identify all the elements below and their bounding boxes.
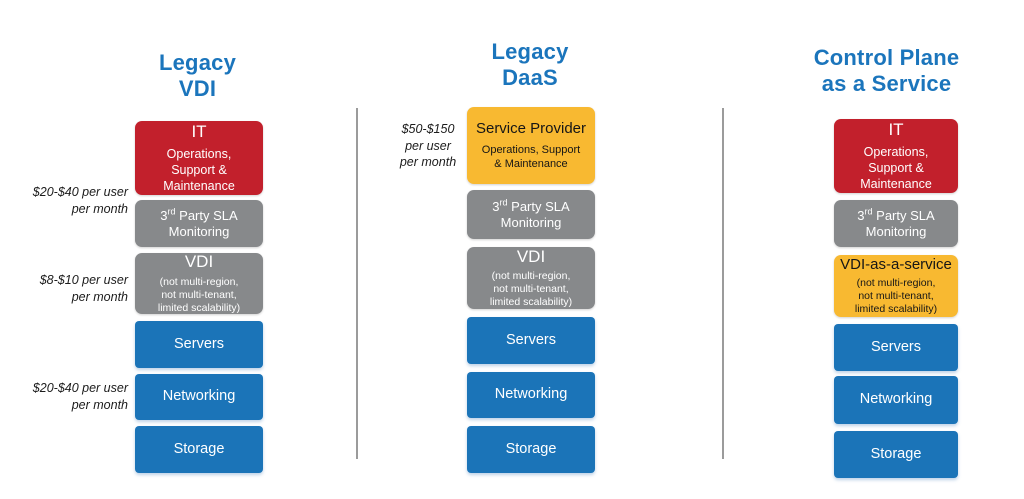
column-divider <box>356 108 358 459</box>
box-subtitle: Operations, Support & Maintenance <box>860 145 932 191</box>
box-sla-monitoring: 3rd Party SLA Monitoring <box>135 200 263 247</box>
price-label: $50-$150 per user per month <box>399 122 457 169</box>
box-title: 3rd Party SLA Monitoring <box>492 197 570 230</box>
box-servers: Servers <box>834 324 958 371</box>
box-it-operations: IT Operations, Support & Maintenance <box>135 121 263 195</box>
box-title: IT <box>888 119 904 139</box>
column-title-legacy-daas: Legacy DaaS <box>491 39 569 90</box>
box-networking: Networking <box>834 376 958 424</box>
box-storage: Storage <box>135 426 263 473</box>
box-title: Networking <box>859 391 933 408</box>
box-networking: Networking <box>467 372 595 418</box>
box-it-operations: IT Operations, Support & Maintenance <box>834 119 958 193</box>
box-vdi-as-a-service: VDI-as-a-service (not multi-region, not … <box>834 255 958 317</box>
box-title: VDI-as-a-service <box>840 255 952 273</box>
box-subtitle: (not multi-region, not multi-tenant, lim… <box>489 270 573 309</box>
box-title: 3rd Party SLA Monitoring <box>160 206 238 239</box>
box-title: VDI <box>184 252 214 272</box>
box-sla-monitoring: 3rd Party SLA Monitoring <box>834 200 958 247</box>
box-subtitle: (not multi-region, not multi-tenant, lim… <box>157 275 241 314</box>
box-storage: Storage <box>834 431 958 478</box>
box-storage: Storage <box>467 426 595 473</box>
box-title: Networking <box>494 386 568 403</box>
price-label: $20-$40 per user per month <box>32 185 128 216</box>
column-title-control-plane: Control Plane as a Service <box>813 45 960 96</box>
box-servers: Servers <box>135 321 263 368</box>
column-divider <box>722 108 724 459</box>
box-service-provider: Service Provider Operations, Support & M… <box>467 107 595 184</box>
box-networking: Networking <box>135 374 263 420</box>
column-title-legacy-vdi: Legacy VDI <box>158 50 237 101</box>
price-label: $20-$40 per user per month <box>32 381 128 412</box>
box-vdi: VDI (not multi-region, not multi-tenant,… <box>135 252 263 314</box>
box-title: Servers <box>871 338 921 355</box>
box-title: IT <box>191 121 207 141</box>
box-title: VDI <box>516 246 546 266</box>
box-title: Service Provider <box>475 119 587 137</box>
box-title: Servers <box>506 331 556 348</box>
box-sla-monitoring: 3rd Party SLA Monitoring <box>467 190 595 239</box>
box-subtitle: Operations, Support & Maintenance <box>481 143 581 170</box>
superscript-ordinal: rd <box>167 206 176 217</box>
box-title: Servers <box>174 335 224 352</box>
box-title: 3rd Party SLA Monitoring <box>857 206 935 239</box>
box-subtitle: (not multi-region, not multi-tenant, lim… <box>854 276 938 316</box>
box-title: Storage <box>505 440 557 457</box>
price-label: $8-$10 per user per month <box>39 273 128 304</box>
superscript-ordinal: rd <box>864 206 873 217</box>
box-servers: Servers <box>467 317 595 364</box>
box-vdi: VDI (not multi-region, not multi-tenant,… <box>467 247 595 309</box>
box-title: Storage <box>173 440 225 457</box>
box-subtitle: Operations, Support & Maintenance <box>163 147 235 193</box>
box-title: Storage <box>870 445 922 462</box>
box-title: Networking <box>162 388 236 405</box>
superscript-ordinal: rd <box>499 197 508 208</box>
